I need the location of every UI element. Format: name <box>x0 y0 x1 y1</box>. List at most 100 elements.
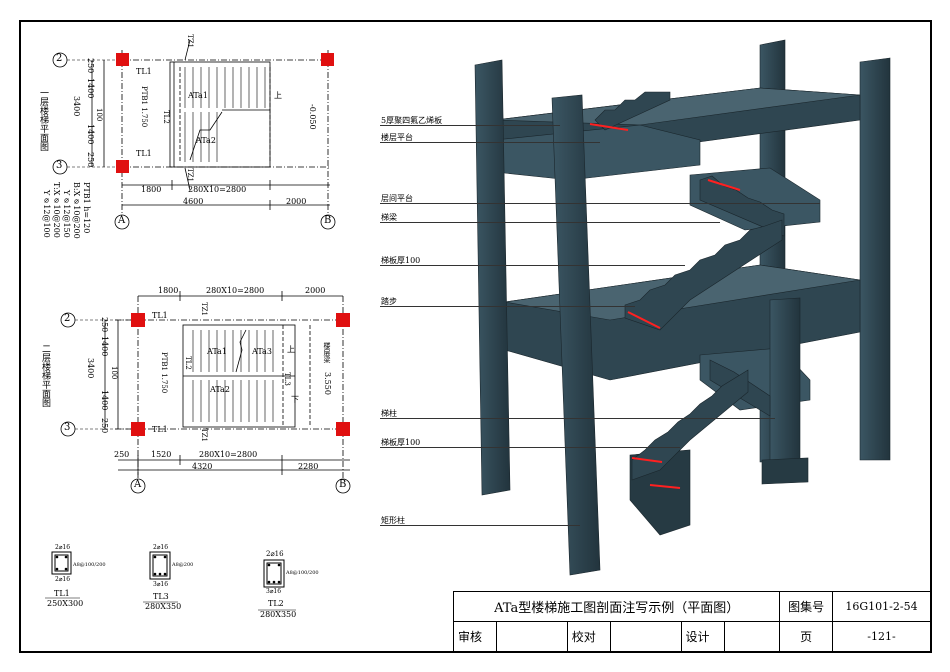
label-up-upper: 上 <box>274 91 282 100</box>
label-tread: 踏步 <box>381 297 397 306</box>
label-tz1-bot-upper: TZ1 <box>186 168 194 182</box>
dim-left-100-lower: 100 <box>110 366 118 380</box>
leader-slab-a <box>380 265 685 266</box>
dim-left-total-upper: 3400 <box>72 96 81 117</box>
label-down-lower: 下 <box>291 395 299 404</box>
review-label: 审核 <box>452 621 498 652</box>
axis-2-lower: 2 <box>64 313 71 324</box>
label-tl1-bot-lower: TL1 <box>152 425 168 434</box>
drawing-frame <box>19 20 932 653</box>
dim-2000-upper: 2000 <box>286 197 307 206</box>
dim-left-100-upper: 100 <box>95 108 103 122</box>
sec1-size: 250X300 <box>47 599 84 608</box>
dim-left-250-bot-upper: 250 <box>86 152 95 168</box>
dim-1520-lower: 1520 <box>151 450 172 459</box>
label-tz1-top-upper: TZ1 <box>186 34 194 48</box>
title-block: ATa型楼梯施工图剖面注写示例（平面图） 图集号 16G101-2-54 审核 … <box>452 591 931 652</box>
label-ptb1-upper: PTB1 1.750 <box>140 86 148 128</box>
leader-slab-b <box>380 447 680 448</box>
label-ata1-upper: ATa1 <box>188 91 208 100</box>
leader-stair-beam <box>380 222 720 223</box>
dim-250-bottom-lower: 250 <box>114 450 130 459</box>
label-up-lower: 上 <box>287 345 295 354</box>
axis-2-upper: 2 <box>56 53 63 64</box>
note-line2: B:X⌀10@200 <box>72 182 81 239</box>
label-ptfe: 5厚聚四氟乙烯板 <box>381 116 443 125</box>
sec2-bottom: 3⌀16 <box>153 581 169 588</box>
dim-1800-upper: 1800 <box>141 185 162 194</box>
plan-title-upper: 一层楼梯平面图 <box>38 88 48 151</box>
dim-2800-upper: 280X10=2800 <box>188 185 247 194</box>
note-line1: PTB1 h=120 <box>82 182 91 234</box>
label-ata1-lower: ATa1 <box>207 347 227 356</box>
atlas-label: 图集号 <box>779 591 833 622</box>
leader-rect-column <box>380 525 580 526</box>
sec3-stirrup: A8@100/200 <box>286 570 319 576</box>
label-tl1-top-lower: TL1 <box>152 311 168 320</box>
axis-a-lower: A <box>134 479 142 490</box>
axis-3-lower: 3 <box>64 422 71 433</box>
dim-2800-bottom-lower: 280X10=2800 <box>199 450 258 459</box>
note-line5: Y⌀12@100 <box>42 190 51 238</box>
label-floor-platform: 楼层平台 <box>381 133 413 142</box>
label-tl2-upper: TL2 <box>162 110 170 124</box>
review-signature <box>496 621 568 652</box>
label-mid-platform: 层间平台 <box>381 194 413 203</box>
dim-4320-lower: 4320 <box>192 462 213 471</box>
dim-left-1400b-lower: 1400 <box>100 390 109 411</box>
label-slab-a: 梯板厚100 <box>381 256 421 265</box>
leader-mid-platform <box>380 203 820 204</box>
label-tl2-lower: TL2 <box>184 356 192 370</box>
note-line3: Y⌀12@150 <box>62 190 71 238</box>
axis-a-upper: A <box>118 215 126 226</box>
leader-stair-column <box>380 418 775 419</box>
dim-left-250-top-upper: 250 <box>86 58 95 74</box>
check-signature <box>610 621 682 652</box>
sec2-size: 280X350 <box>145 602 182 611</box>
leader-floor-platform <box>380 142 600 143</box>
atlas-number: 16G101-2-54 <box>832 591 931 622</box>
plan-title-lower: 二层楼梯平面图 <box>40 344 50 407</box>
label-ata2-upper: ATa2 <box>196 136 216 145</box>
axis-3-upper: 3 <box>56 160 63 171</box>
page-label: 页 <box>779 621 833 652</box>
dim-1800-lower: 1800 <box>158 286 179 295</box>
axis-b-upper: B <box>324 215 332 226</box>
label-tl1-bot-upper: TL1 <box>136 149 152 158</box>
leader-ptfe <box>380 125 560 126</box>
page-number: -121- <box>832 621 931 652</box>
dim-left-250-top-lower: 250 <box>100 317 109 333</box>
label-slab-b: 梯板厚100 <box>381 438 421 447</box>
label-ata2-lower: ATa2 <box>210 385 230 394</box>
label-tl3-lower: TL3 <box>283 372 291 386</box>
dim-left-1400b-upper: 1400 <box>86 124 95 145</box>
label-tz1-top-lower: TZ1 <box>200 302 208 316</box>
label-ata3-lower: ATa3 <box>252 347 272 356</box>
axis-b-lower: B <box>339 479 347 490</box>
label-level-upper: -0.050 <box>308 104 317 130</box>
dim-4600-upper: 4600 <box>183 197 204 206</box>
label-tl1-top-upper: TL1 <box>136 67 152 76</box>
sec3-top: 2⌀16 <box>266 550 284 558</box>
check-label: 校对 <box>566 621 612 652</box>
drawing-title: ATa型楼梯施工图剖面注写示例（平面图） <box>452 591 781 622</box>
sec3-size: 280X350 <box>260 610 297 619</box>
dim-left-250-bot-lower: 250 <box>100 418 109 434</box>
dim-left-1400a-upper: 1400 <box>86 78 95 99</box>
note-line4: T:X⌀10@200 <box>52 182 61 238</box>
leader-tread <box>380 306 635 307</box>
label-rect-column: 矩形柱 <box>381 516 405 525</box>
label-ptb1-lower: PTB1 1.750 <box>160 352 168 394</box>
dim-left-total-lower: 3400 <box>86 358 95 379</box>
design-signature <box>723 621 781 652</box>
dim-left-1400a-lower: 1400 <box>100 336 109 357</box>
dim-2800-top-lower: 280X10=2800 <box>206 286 265 295</box>
design-label: 设计 <box>680 621 725 652</box>
sec3-name: TL2 <box>268 599 284 608</box>
sec2-name: TL3 <box>153 592 169 601</box>
label-stair-column: 梯柱 <box>381 409 397 418</box>
